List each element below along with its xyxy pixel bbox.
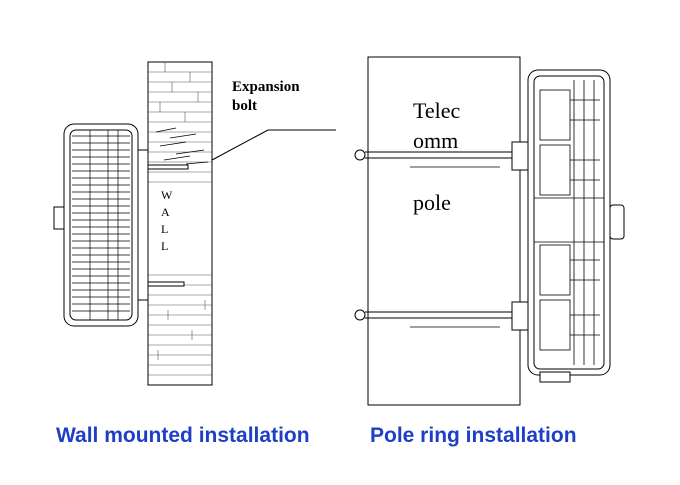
- wall-letter-l1: L: [161, 222, 168, 236]
- pole-ring-caption: Pole ring installation: [370, 424, 577, 447]
- upper-pole-ring: [354, 141, 531, 171]
- wall-mounted-caption: Wall mounted installation: [56, 424, 310, 447]
- expansion-bolt-leader: [211, 129, 336, 161]
- pole-enclosure-foot: [539, 371, 571, 383]
- pole-enclosure-cable-port: [609, 204, 625, 240]
- expansion-bolt-label-line1: Expansion: [232, 79, 300, 95]
- pole-label-line1: Telec: [413, 98, 461, 123]
- pole-label-line2: omm: [413, 128, 458, 153]
- lower-pole-ring: [354, 301, 531, 331]
- wall-letter-l2: L: [161, 239, 168, 253]
- expansion-bolt-hatch: [155, 127, 209, 165]
- pole-label-line3: pole: [413, 190, 451, 215]
- wall-mount-bracket: [137, 149, 149, 301]
- expansion-bolt-label-line2: bolt: [232, 98, 257, 114]
- pole-mount-figure: [354, 56, 625, 406]
- pole-enclosure-modules: [534, 80, 604, 365]
- telecomm-pole: [367, 56, 521, 406]
- wall-letter-w: W: [161, 188, 173, 202]
- wall-enclosure-fins: [72, 130, 130, 320]
- wall-enclosure-cable-port: [53, 206, 65, 230]
- wall-enclosure-body: [63, 123, 139, 327]
- wall-mount-figure: [53, 61, 336, 386]
- wall-letter-a: A: [161, 205, 170, 219]
